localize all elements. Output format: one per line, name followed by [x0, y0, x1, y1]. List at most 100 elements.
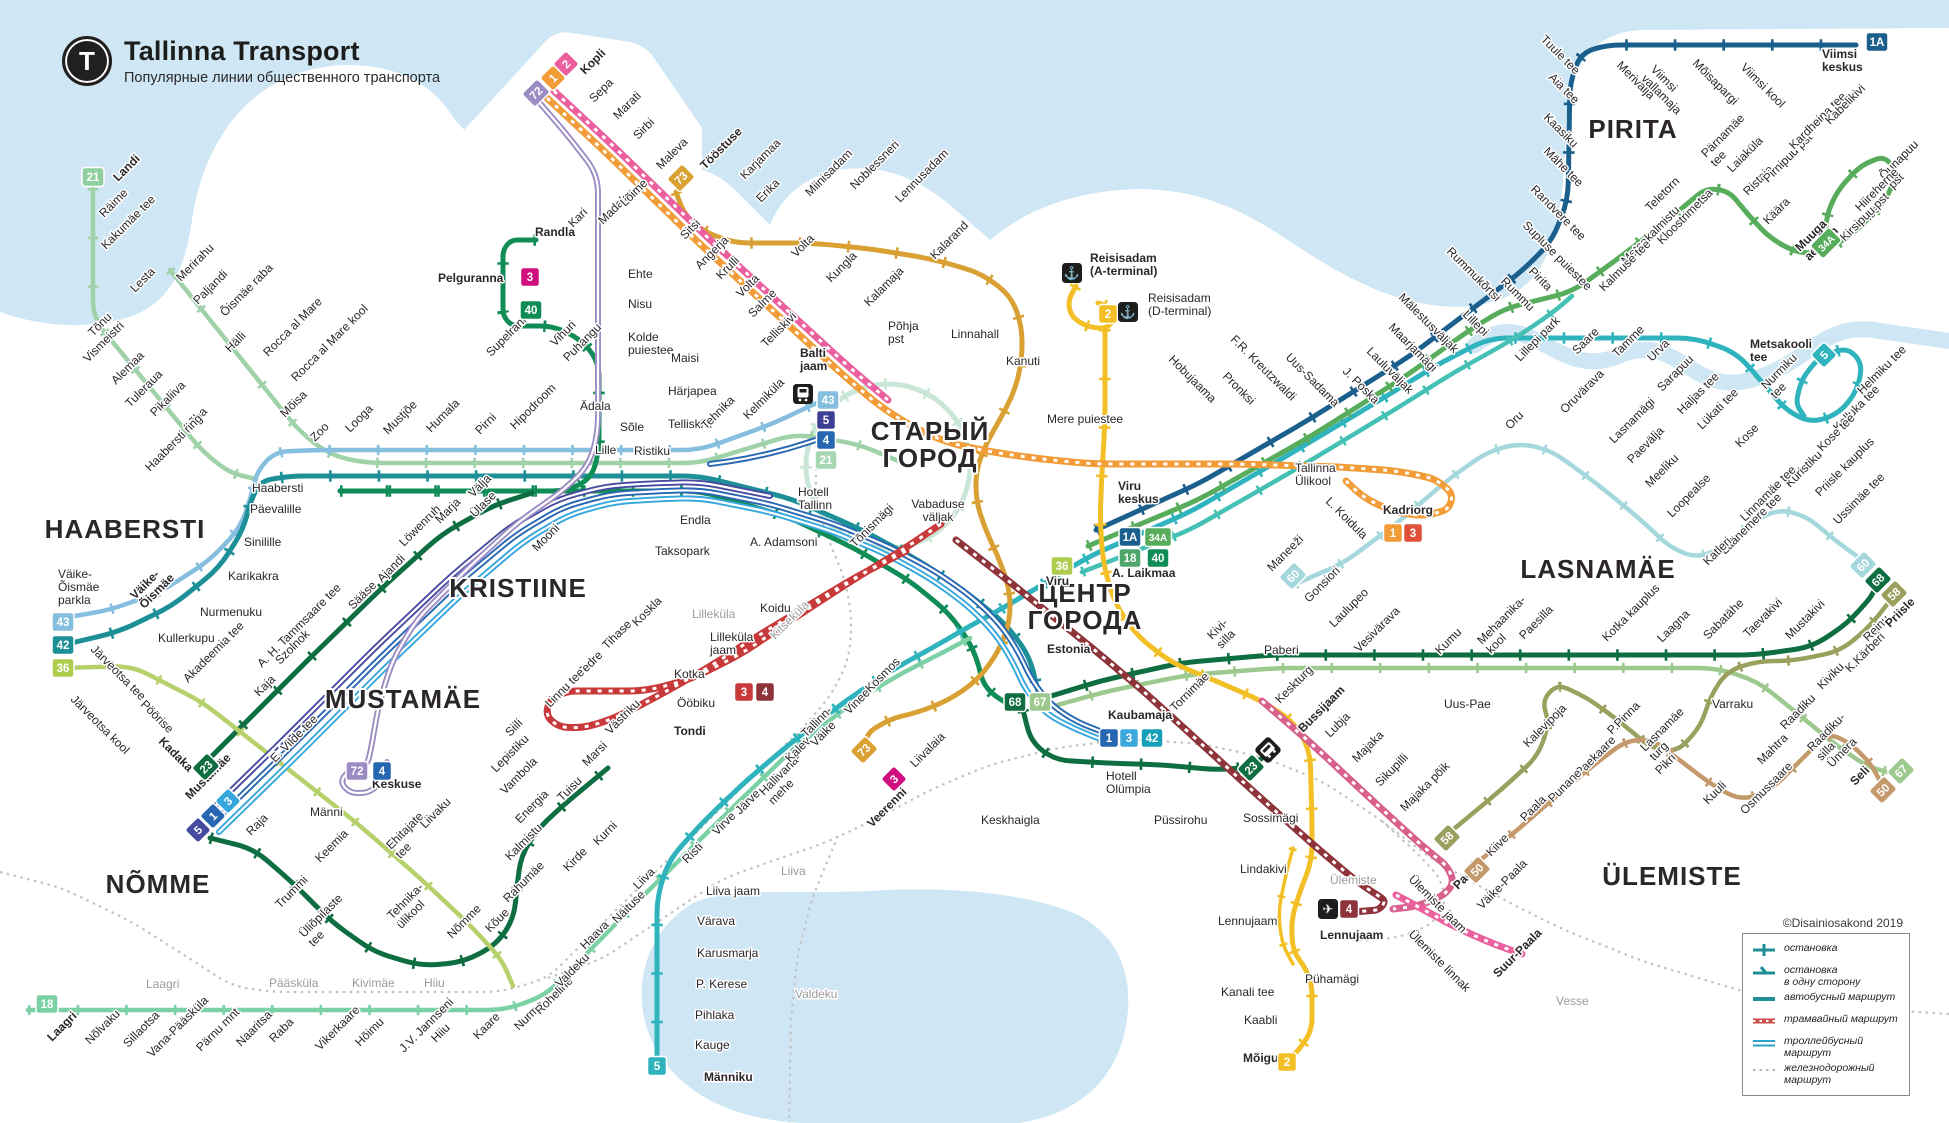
route-line: [1446, 593, 1896, 836]
station-label: Telliskivi: [667, 416, 714, 433]
legend-stop-icon: [1753, 944, 1775, 956]
svg-text:Maisi: Maisi: [671, 351, 699, 365]
route-tram-1: [543, 94, 1456, 519]
legend-icon: [1751, 992, 1777, 1010]
station-label: Maisi: [670, 350, 701, 367]
legend-label: остановка: [1784, 942, 1838, 954]
svg-text:Kauge: Kauge: [695, 1038, 730, 1052]
route-badge: 18: [35, 993, 59, 1015]
station-label: Pelguranna: [437, 270, 506, 287]
route-badge: 4: [815, 429, 837, 451]
icon-box: [1062, 263, 1082, 283]
route-badge-box: [1236, 753, 1266, 783]
station-label: Pihlaka: [694, 1007, 737, 1024]
railway-station-label: Kivimäe: [351, 975, 397, 992]
svg-text:KRISTIINE: KRISTIINE: [449, 573, 587, 603]
route-badge-box: [1462, 855, 1492, 885]
route-sleepers: [1261, 699, 1454, 911]
route-badge: 50: [1868, 775, 1898, 805]
route-badge: 36: [1050, 555, 1074, 577]
legend-line-bus-icon: [1753, 997, 1775, 1001]
route-line: [1035, 582, 1880, 703]
railway-station-label: Ülemiste: [1329, 872, 1379, 889]
route-sleepers: [545, 96, 1454, 517]
svg-text:Männiku: Männiku: [704, 1070, 753, 1084]
svg-text:Püssirohu: Püssirohu: [1154, 813, 1207, 827]
route-line: [205, 490, 535, 763]
route-badge: 67: [1028, 691, 1052, 713]
route-badge-number: 3: [1410, 528, 1416, 540]
station-label: Ristiku: [633, 443, 672, 460]
svg-text:Männi: Männi: [310, 805, 343, 819]
route-badge-box: [1003, 691, 1027, 713]
svg-text:Tondi: Tondi: [674, 724, 706, 738]
svg-text:Pühamägi: Pühamägi: [1305, 972, 1359, 986]
route-1a: [1093, 39, 1859, 536]
svg-text:Ööbiku: Ööbiku: [677, 696, 715, 710]
route-badge-number: 40: [525, 305, 538, 317]
route-badge: 23: [1236, 753, 1266, 783]
route-badge-number: 43: [822, 395, 835, 407]
route-badge-box: [519, 299, 543, 321]
route-badge: 43: [816, 389, 840, 411]
route-badge-number: 42: [57, 640, 70, 652]
station-label: Kotka: [673, 666, 707, 683]
legend-line-tram-icon: [1753, 1018, 1775, 1024]
svg-text:HAABERSTI: HAABERSTI: [45, 514, 206, 544]
route-43: [60, 393, 831, 624]
route-badge: 3: [881, 766, 907, 792]
svg-text:Nurmenuku: Nurmenuku: [200, 605, 262, 619]
route-badge: 67: [1886, 756, 1916, 786]
route-trolley-balti: [707, 433, 831, 467]
svg-text:A. Laikmaa: A. Laikmaa: [1112, 566, 1176, 580]
route-badge: 73: [666, 163, 696, 193]
icon-box: [1118, 302, 1138, 322]
route-line: [1292, 442, 1867, 587]
route-badge-box: [191, 752, 221, 782]
route-badge-box: [849, 735, 879, 765]
station-label: Kaabli: [1243, 1012, 1279, 1029]
svg-text:Haabersti: Haabersti: [252, 481, 303, 495]
route-sleepers: [552, 89, 889, 402]
svg-text:Ehte: Ehte: [628, 267, 653, 281]
route-badge-box: [1432, 823, 1462, 853]
route-badge-number: 2: [1105, 309, 1111, 321]
route-badge-box: [1050, 555, 1074, 577]
station-label: Reisisadam(D-terminal): [1147, 290, 1213, 320]
anchor-icon: ⚓: [1118, 302, 1138, 322]
railway-station-label: Laagri: [145, 976, 181, 993]
route-badge-box: [185, 817, 211, 843]
route-badge-box: [1402, 522, 1424, 544]
route-badge-box: [1118, 727, 1140, 749]
railway-station-label: Hiiu: [423, 975, 447, 992]
svg-text:Lille: Lille: [595, 443, 617, 457]
legend-icon: [1751, 1063, 1777, 1081]
route-badge-box: [35, 993, 59, 1015]
route-trolley-b: [216, 495, 1103, 835]
route-badge: 34A: [1810, 227, 1842, 259]
route-badge: 72: [521, 78, 551, 108]
district-title: KRISTIINE: [447, 571, 588, 605]
route-badge-box: [81, 166, 105, 188]
station-label: P. Kerese: [695, 976, 749, 993]
station-label: Ädala: [579, 398, 613, 415]
railway-station-label: Vesse: [1555, 993, 1591, 1010]
route-badge-box: [51, 611, 75, 633]
station-label: Härjapea: [667, 383, 719, 400]
railway-station-label: Liiva: [780, 863, 808, 880]
route-badge-box: [1865, 31, 1889, 53]
station-label: Kauge: [694, 1037, 732, 1054]
route-badge: 5: [185, 817, 211, 843]
route-rail-s: [787, 835, 840, 1123]
route-badge: 60: [1848, 550, 1878, 580]
route-tram-4: [952, 536, 1388, 916]
route-badge-number: 4: [1346, 904, 1353, 916]
route-line: [787, 835, 840, 1123]
